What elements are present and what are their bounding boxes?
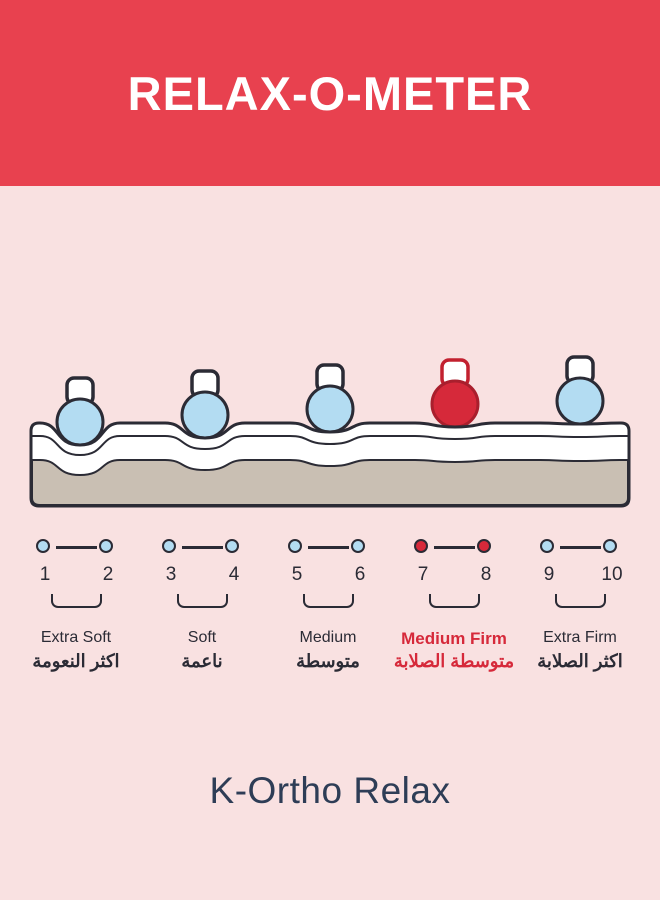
scale-dot-5 — [288, 539, 302, 553]
product-name: K-Ortho Relax — [209, 770, 451, 811]
scale-dot-7 — [414, 539, 428, 553]
mattress-base-layer — [31, 459, 629, 506]
firmness-bracket — [303, 594, 354, 608]
scale-dot-3 — [162, 539, 176, 553]
kettlebell-ball-icon — [430, 379, 480, 429]
pair-connector-line — [308, 546, 349, 549]
firmness-label-arabic-medium-firm: متوسطة الصلابة — [393, 651, 515, 671]
kettlebell-ball-icon — [555, 376, 605, 426]
scale-dot-10 — [603, 539, 617, 553]
firmness-label-medium-firm: Medium Firm — [401, 629, 507, 648]
scale-number-1: 1 — [39, 564, 51, 585]
scale-dot-6 — [351, 539, 365, 553]
scale-dot-2 — [99, 539, 113, 553]
poster-title: RELAX-O-METER — [127, 66, 533, 120]
kettlebell-3 — [305, 363, 355, 434]
scale-dot-8 — [477, 539, 491, 553]
kettlebell-4-highlighted — [430, 358, 480, 429]
scale-number-5: 5 — [291, 564, 303, 585]
scale-dot-9 — [540, 539, 554, 553]
scale-number-10: 10 — [601, 564, 623, 585]
header-band: RELAX-O-METER — [0, 0, 660, 186]
firmness-bracket — [177, 594, 228, 608]
firmness-label-arabic-medium: متوسطة — [296, 651, 360, 671]
kettlebell-2 — [180, 369, 230, 440]
firmness-bracket — [51, 594, 102, 608]
scale-number-7: 7 — [417, 564, 429, 585]
scale-number-6: 6 — [354, 564, 366, 585]
kettlebell-1 — [55, 376, 105, 447]
firmness-label-extra-firm: Extra Firm — [543, 629, 617, 646]
mattress-illustration — [29, 355, 631, 508]
kettlebell-ball-icon — [180, 390, 230, 440]
scale-dot-4 — [225, 539, 239, 553]
scale-number-4: 4 — [228, 564, 240, 585]
scale-number-9: 9 — [543, 564, 555, 585]
firmness-label-arabic-soft: ناعمة — [181, 651, 223, 671]
scale-dot-1 — [36, 539, 50, 553]
pair-connector-line — [434, 546, 475, 549]
firmness-label-soft: Soft — [187, 629, 217, 646]
kettlebell-5 — [555, 355, 605, 426]
firmness-label-medium: Medium — [299, 629, 357, 646]
pair-connector-line — [560, 546, 601, 549]
mattress-quilt-line — [32, 435, 628, 457]
firmness-bracket — [429, 594, 480, 608]
firmness-label-extra-soft: Extra Soft — [40, 629, 112, 646]
firmness-label-arabic-extra-firm: اكثر الصلابة — [537, 651, 623, 671]
firmness-bracket — [555, 594, 606, 608]
scale-number-3: 3 — [165, 564, 177, 585]
firmness-label-arabic-extra-soft: اكثر النعومة — [32, 651, 120, 671]
scale-number-2: 2 — [102, 564, 114, 585]
kettlebell-ball-icon — [305, 384, 355, 434]
scale-number-8: 8 — [480, 564, 492, 585]
pair-connector-line — [182, 546, 223, 549]
pair-connector-line — [56, 546, 97, 549]
